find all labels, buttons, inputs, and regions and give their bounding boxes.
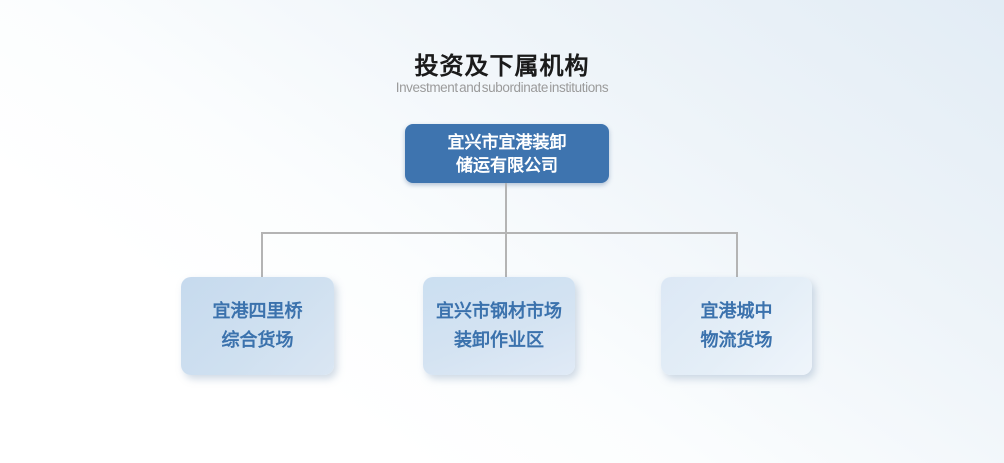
org-node-root-label-line2: 储运有限公司	[456, 155, 558, 175]
org-node-child-1-label-line2: 综合货场	[221, 330, 294, 350]
org-node-child-2-label-line2: 装卸作业区	[454, 330, 544, 350]
org-node-child-3: 宜港城中 物流货场	[661, 277, 812, 375]
org-node-child-1-label-line1: 宜港四里桥	[212, 301, 303, 321]
org-node-root-label-line1: 宜兴市宜港装卸	[447, 132, 567, 152]
org-node-child-1: 宜港四里桥 综合货场	[181, 277, 334, 375]
connector-left-drop-line	[261, 232, 263, 278]
section-title: 投资及下属机构	[414, 53, 590, 80]
org-node-root: 宜兴市宜港装卸 储运有限公司	[405, 124, 609, 183]
org-node-child-2-label-line1: 宜兴市钢材市场	[436, 301, 562, 321]
connector-trunk-line	[505, 183, 507, 277]
connector-right-drop-line	[736, 232, 738, 278]
section-subtitle: Investment and subordinate institutions	[395, 80, 609, 95]
connector-horizontal-line	[261, 232, 738, 234]
org-node-child-3-label-line2: 物流货场	[700, 330, 773, 350]
org-node-child-3-label-line1: 宜港城中	[700, 301, 773, 321]
org-node-child-2: 宜兴市钢材市场 装卸作业区	[423, 277, 575, 375]
